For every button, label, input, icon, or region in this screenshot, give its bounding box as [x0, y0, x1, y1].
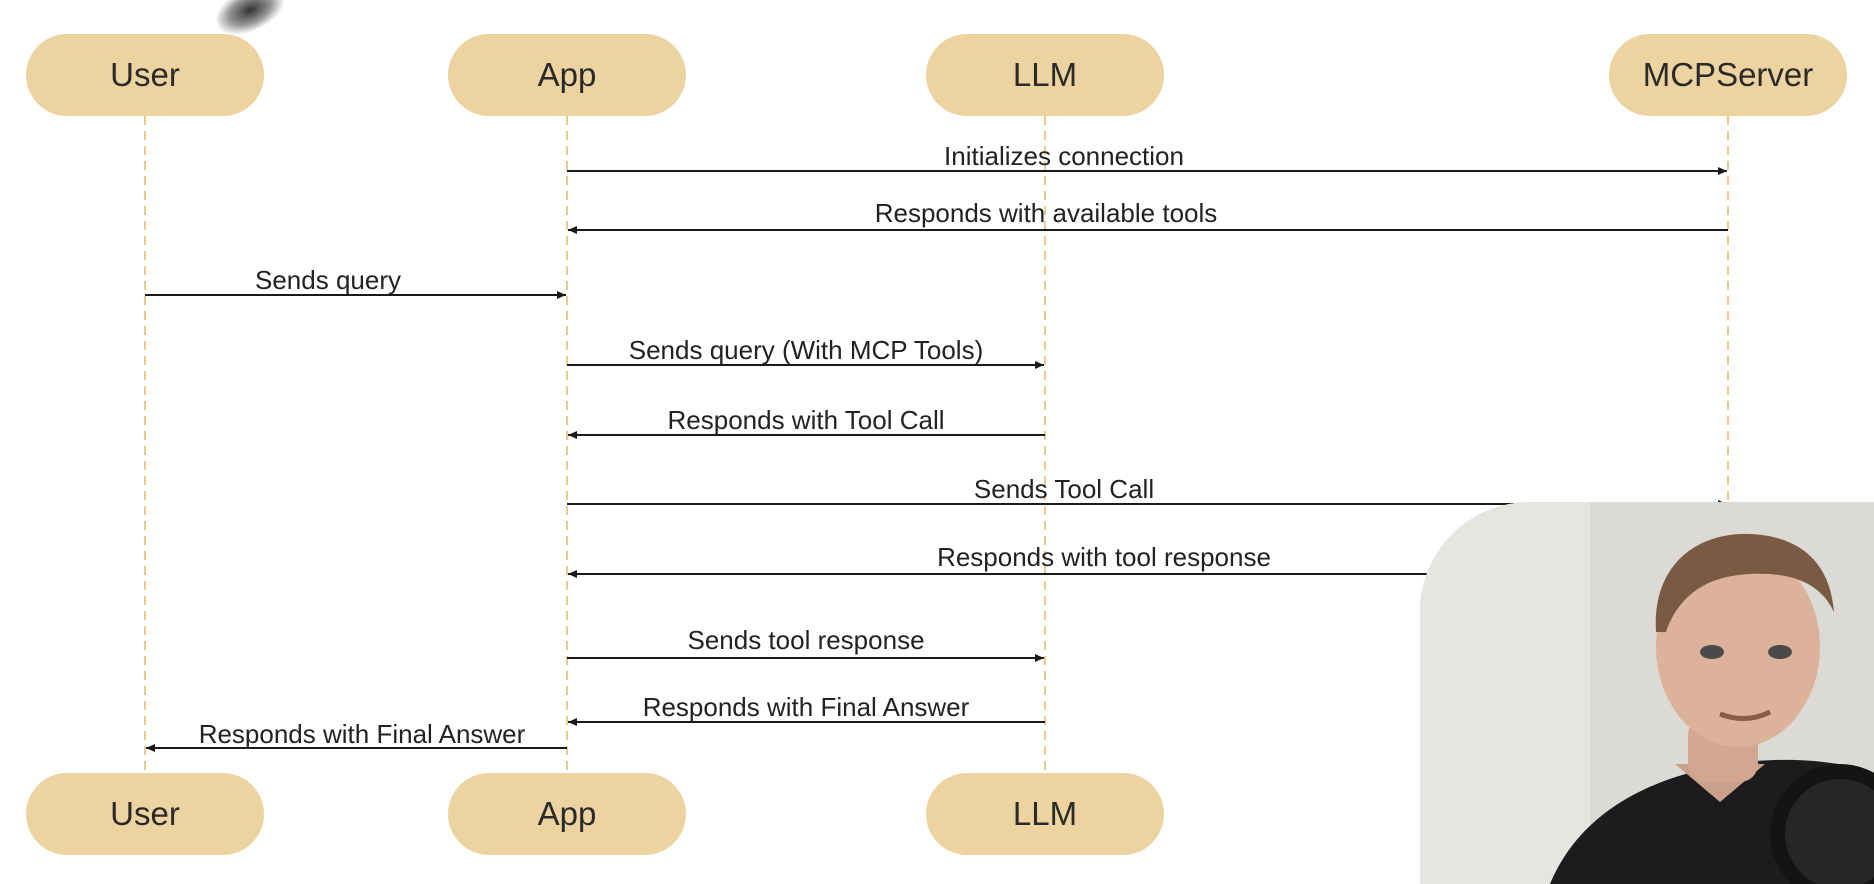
actor-bottom-llm: LLM [926, 773, 1164, 855]
actor-bottom-user: User [26, 773, 264, 855]
presenter-webcam-overlay [1420, 502, 1874, 884]
actor-bottom-app: App [448, 773, 686, 855]
actor-top-user: User [26, 34, 264, 116]
message-label-sends-tool-call: Sends Tool Call [973, 474, 1155, 504]
message-label-initializes-connection: Initializes connection [944, 141, 1184, 171]
message-label-sends-query-with-tools: Sends query (With MCP Tools) [628, 335, 984, 365]
message-label-responds-tool-response: Responds with tool response [937, 542, 1271, 572]
message-label-responds-tool-call: Responds with Tool Call [667, 405, 945, 435]
message-label-responds-available-tools: Responds with available tools [874, 198, 1218, 228]
message-label-responds-final-answer-user: Responds with Final Answer [198, 719, 526, 749]
message-label-sends-query: Sends query [255, 265, 401, 295]
message-label-sends-tool-response: Sends tool response [687, 625, 925, 655]
actor-top-llm: LLM [926, 34, 1164, 116]
actor-top-app: App [448, 34, 686, 116]
message-label-responds-final-answer-app: Responds with Final Answer [642, 692, 970, 722]
actor-top-mcpserver: MCPServer [1609, 34, 1847, 116]
